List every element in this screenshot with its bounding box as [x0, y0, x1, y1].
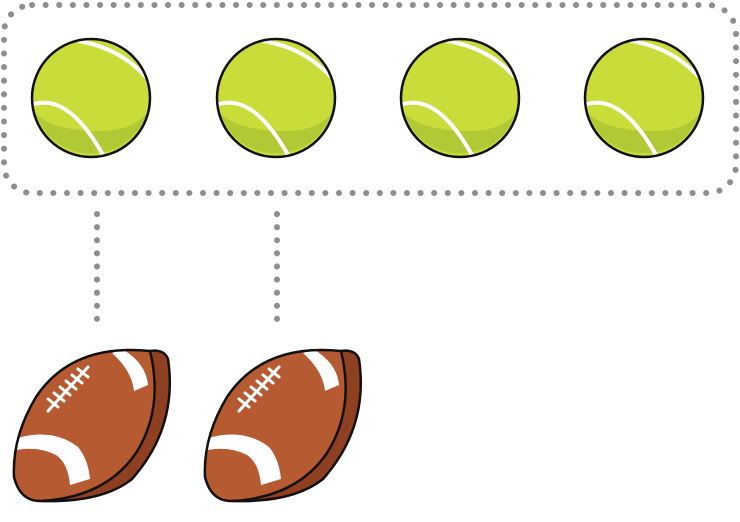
tennis-ball-icon [583, 37, 705, 159]
tennis-ball-icon [30, 37, 152, 159]
tennis-ball-icon [399, 37, 521, 159]
football-icon [12, 348, 172, 503]
tennis-ball-group-border [1, 2, 739, 196]
football-icon [203, 348, 363, 503]
tennis-ball-icon [215, 37, 337, 159]
